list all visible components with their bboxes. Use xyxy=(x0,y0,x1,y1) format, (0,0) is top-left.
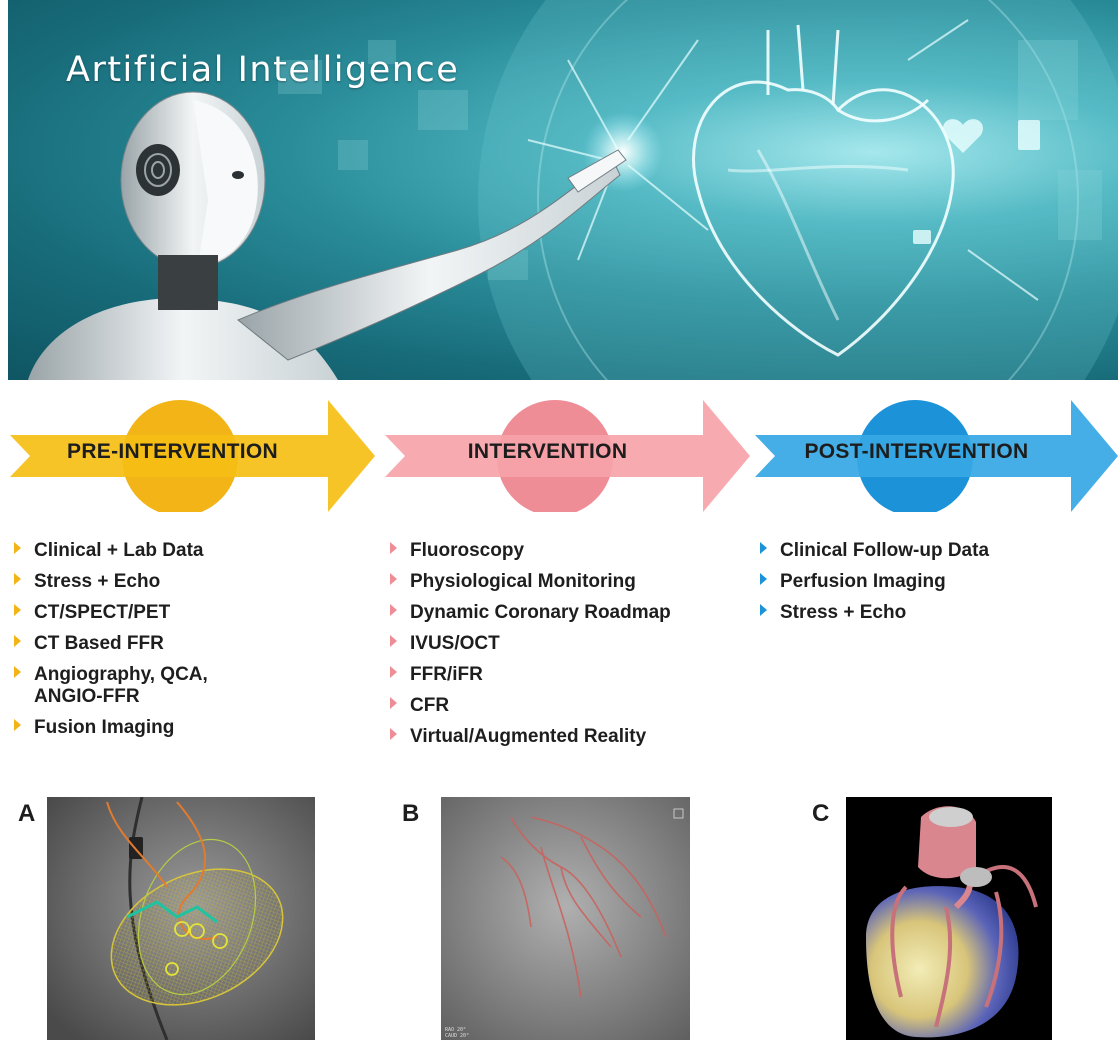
list-item: Clinical Follow-up Data xyxy=(756,540,1096,562)
phase-arrow xyxy=(10,400,375,512)
globe-sphere xyxy=(478,0,1118,380)
list-item: Perfusion Imaging xyxy=(756,571,1096,593)
post-intervention-list: Clinical Follow-up Data Perfusion Imagin… xyxy=(756,540,1096,633)
phase-arrow xyxy=(755,400,1118,512)
list-item: Virtual/Augmented Reality xyxy=(386,726,726,748)
list-item: Angiography, QCA, ANGIO-FFR xyxy=(10,664,244,708)
panel-a-fluoroscopy-fusion-image xyxy=(47,797,315,1040)
bullet-triangle-icon xyxy=(390,666,397,678)
list-item: IVUS/OCT xyxy=(386,633,726,655)
phase-post-intervention: POST-INTERVENTION xyxy=(755,400,1118,512)
list-item: Fusion Imaging xyxy=(10,717,340,739)
robot-figure xyxy=(28,91,627,380)
banner-title: Artificial Intelligence xyxy=(66,50,460,90)
list-item: CT Based FFR xyxy=(10,633,340,655)
panel-a-letter: A xyxy=(18,800,36,827)
globe-ring xyxy=(537,0,1079,380)
list-item: CT/SPECT/PET xyxy=(10,602,340,624)
bullet-triangle-icon xyxy=(760,604,767,616)
banner-illustration xyxy=(28,0,1118,380)
intervention-list: Fluoroscopy Physiological Monitoring Dyn… xyxy=(386,540,726,757)
list-item: Clinical + Lab Data xyxy=(10,540,340,562)
bullet-triangle-icon xyxy=(14,542,21,554)
list-item: CFR xyxy=(386,695,726,717)
bullet-triangle-icon xyxy=(14,635,21,647)
panel-b-letter: B xyxy=(402,800,420,827)
bullet-triangle-icon xyxy=(390,635,397,647)
medical-icons xyxy=(913,119,1040,244)
phase-label: INTERVENTION xyxy=(467,440,628,463)
bullet-triangle-icon xyxy=(390,604,397,616)
list-item: FFR/iFR xyxy=(386,664,726,686)
panel-c-letter: C xyxy=(812,800,830,827)
bullet-triangle-icon xyxy=(14,573,21,585)
bullet-triangle-icon xyxy=(14,604,21,616)
phase-label: POST-INTERVENTION xyxy=(804,440,1029,463)
phase-arrow xyxy=(385,400,750,512)
phase-label: PRE-INTERVENTION xyxy=(67,440,278,463)
list-item: Dynamic Coronary Roadmap xyxy=(386,602,726,624)
phase-intervention: INTERVENTION xyxy=(385,400,750,512)
list-item: Physiological Monitoring xyxy=(386,571,726,593)
bullet-triangle-icon xyxy=(390,542,397,554)
list-item: Stress + Echo xyxy=(10,571,340,593)
bullet-triangle-icon xyxy=(14,666,21,678)
bullet-triangle-icon xyxy=(760,573,767,585)
bullet-triangle-icon xyxy=(390,573,397,585)
hero-banner: Artificial Intelligence xyxy=(8,0,1118,380)
list-item: Fluoroscopy xyxy=(386,540,726,562)
bullet-triangle-icon xyxy=(14,719,21,731)
heart-hologram-icon xyxy=(692,24,955,357)
phase-pre-intervention: PRE-INTERVENTION xyxy=(10,400,375,512)
bullet-triangle-icon xyxy=(390,697,397,709)
panel-c-ct-perfusion-render xyxy=(846,797,1052,1040)
bullet-triangle-icon xyxy=(390,728,397,740)
projection-readout-caud: CAUD 20° xyxy=(445,1033,470,1039)
bullet-triangle-icon xyxy=(760,542,767,554)
list-item: Stress + Echo xyxy=(756,602,1096,624)
pre-intervention-list: Clinical + Lab Data Stress + Echo CT/SPE… xyxy=(10,540,340,748)
projection-readout-rao: RAO 20° xyxy=(445,1027,467,1033)
panel-b-angiography-roadmap-image: RAO 20° CAUD 20° xyxy=(441,797,690,1040)
